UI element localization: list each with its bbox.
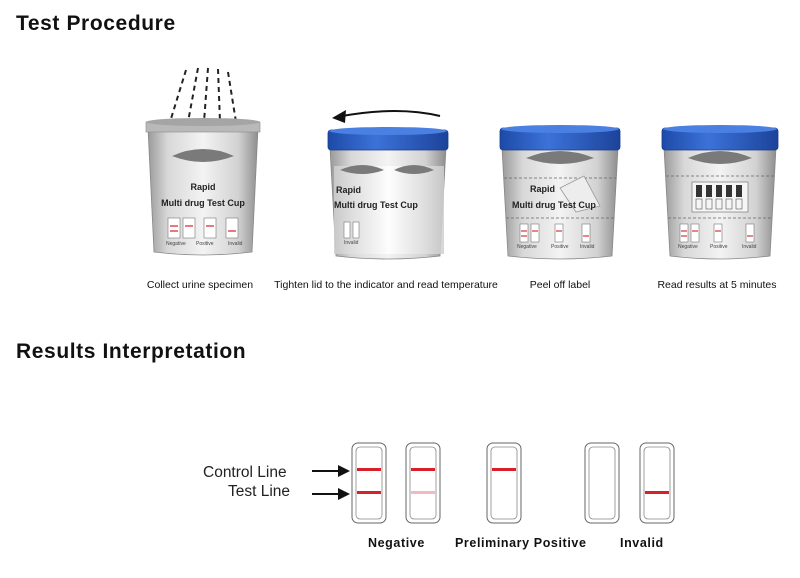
cup-4-strips bbox=[679, 223, 755, 243]
control-line bbox=[411, 468, 435, 471]
cup-3-strip-label-negative: Negative bbox=[517, 244, 537, 250]
cup-1-strip-label-invalid: Invalid bbox=[228, 241, 243, 247]
test-line-arrow-icon bbox=[312, 488, 350, 500]
test-line-faint bbox=[411, 491, 435, 494]
cassette-negative-1 bbox=[351, 442, 387, 524]
step-caption-read: Read results at 5 minutes bbox=[657, 279, 777, 291]
control-line bbox=[492, 468, 516, 471]
rotate-arrow-icon bbox=[341, 110, 441, 117]
cup-1-text-1: Rapid bbox=[190, 182, 216, 192]
cup-4-read bbox=[661, 125, 779, 260]
test-line bbox=[645, 491, 669, 494]
result-label-negative: Negative bbox=[368, 536, 425, 550]
step-caption-peel: Peel off label bbox=[529, 279, 591, 291]
cup-3-strips bbox=[519, 223, 591, 243]
cup-4-strip-label-negative: Negative bbox=[678, 244, 698, 250]
cup-4-strip-label-positive: Positive bbox=[710, 244, 728, 250]
cup-3-peel bbox=[499, 125, 621, 260]
cup-1-collect bbox=[145, 67, 261, 256]
cup-4-strip-label-invalid: Invalid bbox=[742, 244, 757, 250]
cup-2-strip-label-invalid: Invalid bbox=[344, 240, 359, 246]
cup-2-tighten bbox=[327, 110, 449, 260]
cassette-preliminary-positive bbox=[486, 442, 522, 524]
results-cassettes bbox=[312, 442, 675, 524]
control-line-arrow-icon bbox=[312, 465, 350, 477]
cup-2-text-2: Multi drug Test Cup bbox=[334, 200, 418, 210]
test-line bbox=[357, 491, 381, 494]
cup-3-text-1: Rapid bbox=[530, 184, 556, 194]
step-caption-collect: Collect urine specimen bbox=[146, 279, 254, 291]
window-tabs bbox=[696, 185, 742, 197]
results-title: Results Interpretation bbox=[16, 340, 247, 363]
arrowhead-icon bbox=[332, 110, 346, 123]
step-caption-tighten: Tighten lid to the indicator and read te… bbox=[274, 279, 498, 291]
cup-3-strip-label-invalid: Invalid bbox=[580, 244, 595, 250]
control-line-label: Control Line bbox=[203, 464, 287, 481]
pour-lines bbox=[169, 67, 237, 123]
result-label-preliminary-positive: Preliminary Positive bbox=[455, 536, 587, 550]
procedure-title: Test Procedure bbox=[16, 12, 176, 35]
cup-1-strip-label-positive: Positive bbox=[196, 241, 214, 247]
cup-2-text-1: Rapid bbox=[336, 185, 362, 195]
cassette-invalid-2 bbox=[639, 442, 675, 524]
cup-1-strip-label-negative: Negative bbox=[166, 241, 186, 247]
result-label-invalid: Invalid bbox=[620, 536, 664, 550]
cassette-negative-2 bbox=[405, 442, 441, 524]
cup-1-text-2: Multi drug Test Cup bbox=[161, 198, 245, 208]
cup-3-text-2: Multi drug Test Cup bbox=[512, 200, 596, 210]
test-line-label: Test Line bbox=[228, 483, 291, 500]
peel-corner bbox=[559, 175, 601, 213]
control-line bbox=[357, 468, 381, 471]
cup-1-strips bbox=[167, 217, 239, 239]
cup-2-strips bbox=[343, 221, 360, 239]
cassette-invalid-1 bbox=[584, 442, 620, 524]
cup-3-strip-label-positive: Positive bbox=[551, 244, 569, 250]
